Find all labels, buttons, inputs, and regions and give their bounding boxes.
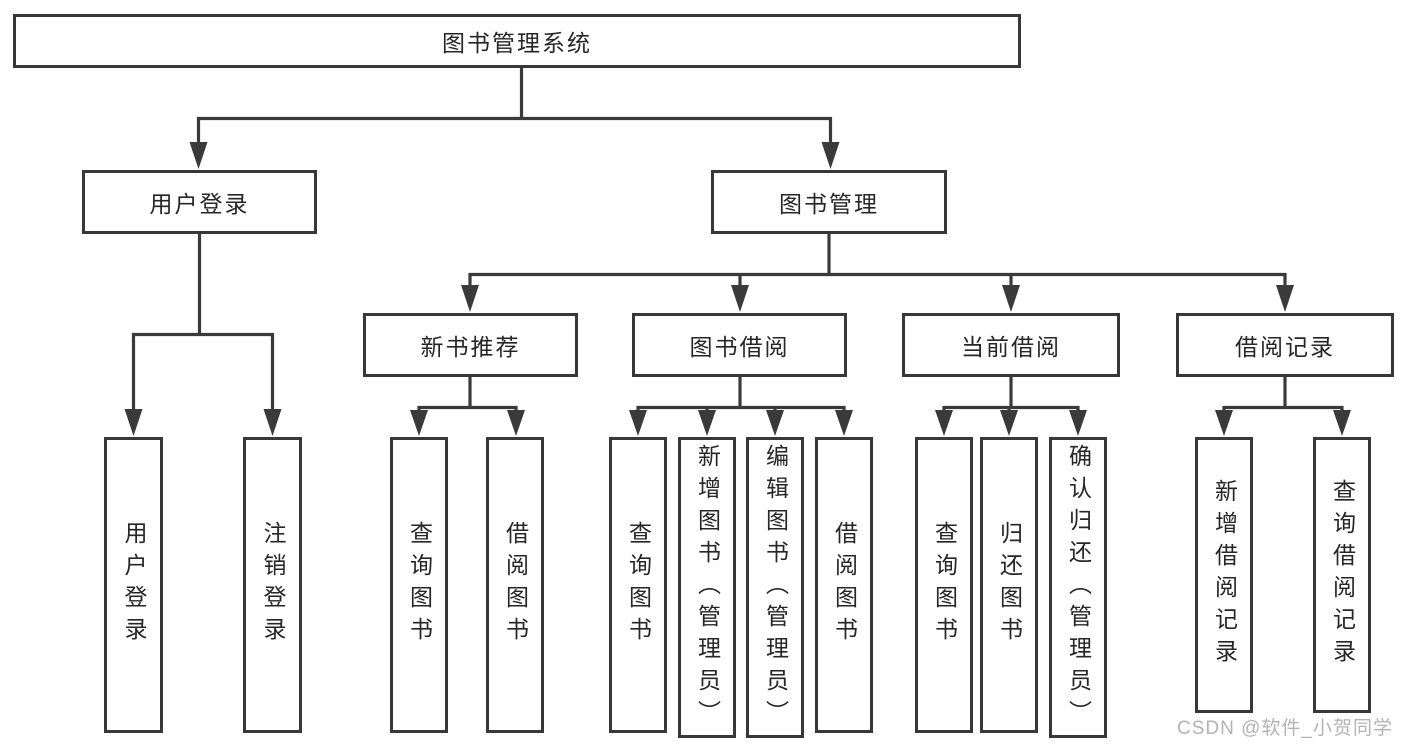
arrowheads — [124, 142, 1351, 436]
node-library-system: 图书管理系统 — [13, 14, 1021, 68]
leaf-borrow-books-borrowing-label: 借阅图书 — [831, 521, 858, 649]
leaf-add-book-admin-label: 新增图书（管理员） — [694, 443, 721, 732]
leaf-query-books-current: 查询图书 — [915, 437, 973, 733]
connector-path — [131, 67, 1344, 413]
node-user-login-label: 用户登录 — [149, 191, 250, 217]
leaf-add-borrow-record: 新增借阅记录 — [1195, 437, 1253, 713]
leaf-edit-book-admin: 编辑图书（管理员） — [746, 437, 804, 738]
node-book-borrowing: 图书借阅 — [632, 313, 847, 377]
node-book-borrowing-label: 图书借阅 — [689, 334, 790, 360]
node-current-borrowing: 当前借阅 — [902, 313, 1120, 377]
leaf-query-books-current-label: 查询图书 — [931, 521, 958, 649]
leaf-confirm-return-admin: 确认归还（管理员） — [1049, 437, 1107, 738]
leaf-query-books-borrowing: 查询图书 — [609, 437, 667, 733]
node-borrow-records-label: 借阅记录 — [1235, 334, 1335, 360]
leaf-return-book: 归还图书 — [980, 437, 1038, 733]
node-current-borrowing-label: 当前借阅 — [961, 334, 1061, 360]
node-borrow-records: 借阅记录 — [1176, 313, 1394, 377]
leaf-query-books-borrowing-label: 查询图书 — [625, 521, 652, 649]
leaf-add-borrow-record-label: 新增借阅记录 — [1211, 479, 1238, 671]
leaf-query-borrow-record-label: 查询借阅记录 — [1329, 479, 1356, 671]
node-new-book-recommend-label: 新书推荐 — [420, 334, 521, 360]
leaf-borrow-books-recommend: 借阅图书 — [486, 437, 544, 733]
leaf-logout-label: 注销登录 — [260, 521, 286, 649]
leaf-user-login-label: 用户登录 — [121, 521, 147, 649]
node-new-book-recommend: 新书推荐 — [363, 313, 578, 377]
node-book-management: 图书管理 — [711, 170, 947, 234]
csdn-watermark: CSDN @软件_小贺同学 — [1177, 718, 1393, 739]
leaf-confirm-return-admin-label: 确认归还（管理员） — [1065, 443, 1092, 732]
node-user-login: 用户登录 — [82, 170, 317, 234]
leaf-query-borrow-record: 查询借阅记录 — [1313, 437, 1371, 713]
leaf-logout: 注销登录 — [243, 437, 302, 733]
leaf-return-book-label: 归还图书 — [996, 521, 1023, 649]
node-library-system-label: 图书管理系统 — [442, 30, 592, 56]
leaf-query-books-recommend-label: 查询图书 — [406, 521, 433, 649]
leaf-user-login: 用户登录 — [104, 437, 163, 733]
leaf-borrow-books-recommend-label: 借阅图书 — [502, 521, 529, 649]
leaf-query-books-recommend: 查询图书 — [390, 437, 448, 733]
node-book-management-label: 图书管理 — [779, 191, 879, 217]
leaf-borrow-books-borrowing: 借阅图书 — [815, 437, 873, 733]
leaf-add-book-admin: 新增图书（管理员） — [678, 437, 736, 738]
leaf-edit-book-admin-label: 编辑图书（管理员） — [762, 443, 789, 732]
